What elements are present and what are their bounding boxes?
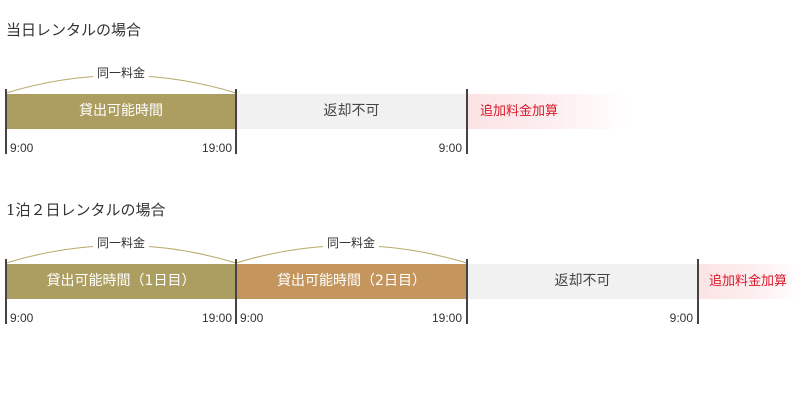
no-return-bar-2: 返却不可 [467,264,698,299]
same-fee-label-day1: 同一料金 [92,236,150,250]
extra-fee-bar-2: 追加料金加算 [699,264,801,299]
time-return: 9:00 [438,141,462,155]
rental-period-day2-bar: 貸出可能時間（2日目） [236,264,467,299]
time-end-day2: 19:00 [431,311,462,325]
tick-start [5,89,7,154]
time-start-day1: 9:00 [10,311,34,325]
rental-period-day1-bar: 貸出可能時間（1日目） [6,264,236,299]
tick-mid-2 [235,259,237,324]
tick-return-2 [697,259,699,324]
rental-period-bar: 貸出可能時間 [6,94,236,129]
same-fee-label-day2: 同一料金 [322,236,380,250]
section2-title: 1泊２日レンタルの場合 [6,201,166,219]
time-start: 9:00 [10,141,34,155]
tick-return [466,89,468,154]
time-start-day2: 9:00 [240,311,264,325]
time-end: 19:00 [201,141,232,155]
tick-end [235,89,237,154]
tick-end-2 [466,259,468,324]
same-fee-label: 同一料金 [92,66,150,80]
section1-title: 当日レンタルの場合 [6,21,142,39]
extra-fee-bar: 追加料金加算 [468,94,628,129]
tick-start-2 [5,259,7,324]
time-end-day1: 19:00 [201,311,232,325]
time-return-2: 9:00 [669,311,693,325]
no-return-bar: 返却不可 [236,94,467,129]
